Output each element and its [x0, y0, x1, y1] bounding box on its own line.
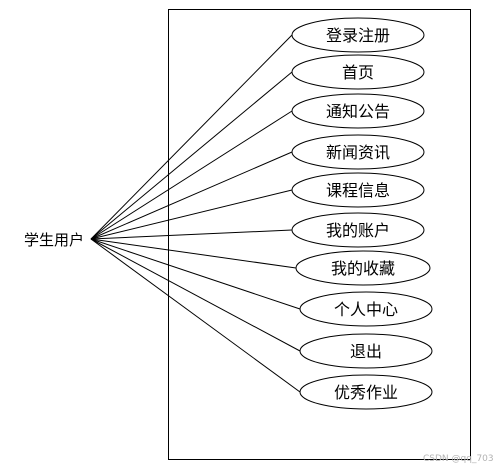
association-line	[90, 34, 293, 240]
use-case-label: 新闻资讯	[326, 143, 390, 162]
association-line	[90, 238, 301, 310]
use-case-ellipse	[291, 17, 425, 53]
use-case-label: 通知公告	[326, 102, 390, 121]
use-case-label: 我的收藏	[331, 259, 395, 278]
association-line	[90, 71, 293, 240]
use-case-ellipse	[299, 333, 433, 369]
use-case-label: 优秀作业	[334, 383, 398, 402]
association-line	[90, 238, 297, 269]
actor-label: 学生用户	[24, 231, 84, 249]
association-line	[90, 110, 293, 240]
association-line	[90, 151, 293, 240]
association-lines	[90, 34, 301, 393]
use-case-ellipse	[291, 134, 425, 170]
use-case-label: 退出	[350, 342, 382, 361]
association-line	[90, 238, 301, 352]
association-line	[90, 229, 293, 240]
use-case-label: 个人中心	[334, 300, 398, 319]
use-case-ellipse	[291, 93, 425, 129]
use-case-ellipse	[291, 54, 425, 90]
association-line	[90, 189, 293, 240]
watermark: CSDN @qq_703	[423, 454, 494, 464]
use-case-ellipse	[295, 250, 431, 286]
use-case-label: 首页	[342, 63, 374, 82]
use-case-ellipse	[291, 172, 425, 208]
use-case-ellipse	[291, 212, 425, 248]
use-case-ellipse	[299, 291, 433, 327]
use-case-label: 登录注册	[326, 26, 390, 45]
use-case-label: 课程信息	[326, 181, 390, 200]
association-line	[90, 238, 301, 393]
use-case-ellipse	[299, 374, 433, 410]
use-case-label: 我的账户	[326, 221, 390, 240]
